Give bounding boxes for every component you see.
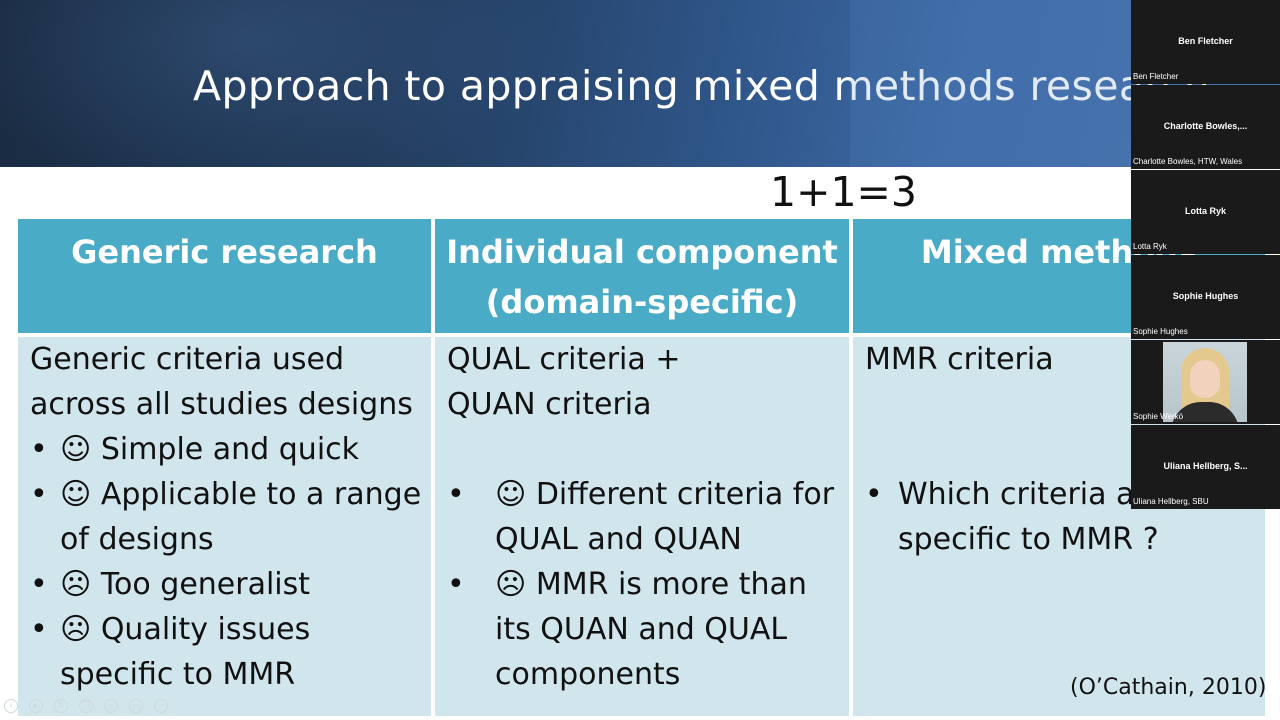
bullet-item: • ☹ MMR is more than its QUAN and QUAL comp… <box>435 562 849 697</box>
bullet-dot: • <box>30 432 48 467</box>
screen-icon[interactable]: ▭ <box>129 699 143 713</box>
torso-shape <box>1171 402 1239 422</box>
participant-tile[interactable]: Uliana Hellberg, S... Uliana Hellberg, SB… <box>1131 425 1280 509</box>
intro-line: QUAN criteria <box>447 387 652 422</box>
frown-icon: ☹ <box>60 567 101 602</box>
comparison-table: Generic research Individual component (d… <box>18 219 1265 716</box>
intro-line: MMR criteria <box>865 342 1054 377</box>
participant-label: Uliana Hellberg, SBU <box>1133 497 1209 506</box>
cell-generic-research: Generic criteria used across all studies … <box>18 337 431 716</box>
more-icon[interactable]: ⋯ <box>154 699 168 713</box>
citation: (O’Cathain, 2010) <box>1070 675 1267 700</box>
bullet-line: components <box>495 657 681 692</box>
cell-intro: MMR criteria <box>853 337 1265 382</box>
bullet-line: ☺ Applicable to a range <box>60 477 422 512</box>
smiley-icon: ☺ <box>60 477 101 512</box>
bullet-line: ☹ MMR is more than <box>495 567 807 602</box>
header-generic-research: Generic research <box>18 219 431 333</box>
pen-icon[interactable]: ✎ <box>54 699 68 713</box>
bullet-item: • ☹ Too generalist <box>18 562 431 607</box>
bullet-item: • ☺ Applicable to a range of designs <box>18 472 431 562</box>
smiley-icon: ☺ <box>495 477 536 512</box>
bullet-dot: • <box>447 567 465 602</box>
intro-line: across all studies designs <box>30 387 413 422</box>
participant-label: Lotta Ryk <box>1133 242 1167 251</box>
participant-label: Charlotte Bowles, HTW, Wales <box>1133 157 1243 166</box>
prev-icon[interactable]: ‹ <box>4 699 18 713</box>
copy-icon[interactable]: ❐ <box>79 699 93 713</box>
frown-icon: ☹ <box>60 612 101 647</box>
bullet-dot: • <box>865 477 883 512</box>
spacer <box>435 427 849 472</box>
bullet-line: QUAL and QUAN <box>495 522 742 557</box>
intro-line: QUAL criteria + <box>447 342 681 377</box>
cell-mixed-methods: MMR criteria • Which criteria are specific … <box>853 337 1265 716</box>
bullet-dot: • <box>30 567 48 602</box>
bullet-item: • ☺ Simple and quick <box>18 427 431 472</box>
slide-title: Approach to appraising mixed methods res… <box>193 62 1211 110</box>
participant-label: Sophie Hughes <box>1133 327 1188 336</box>
play-icon[interactable]: ▸ <box>29 699 43 713</box>
face-shape <box>1190 360 1220 398</box>
bullet-line: specific to MMR ? <box>898 522 1159 557</box>
cell-individual-component: QUAL criteria + QUAN criteria • ☺ Different… <box>435 337 849 716</box>
participant-name: Ben Fletcher <box>1178 36 1233 46</box>
bullet-line: ☺ Different criteria for <box>495 477 835 512</box>
bullet-line: Which criteria are <box>898 477 1165 512</box>
bullet-line: of designs <box>60 522 214 557</box>
bullet-item: • ☹ Quality issues specific to MMR <box>18 607 431 697</box>
bullet-line: its QUAN and QUAL <box>495 612 788 647</box>
bullet-dot: • <box>30 612 48 647</box>
cell-intro: Generic criteria used across all studies … <box>18 337 431 427</box>
header-individual-component: Individual component (domain-specific) <box>435 219 849 333</box>
participant-name: Uliana Hellberg, S... <box>1163 461 1248 471</box>
zoom-icon[interactable]: ⌕ <box>104 699 118 713</box>
smiley-icon: ☺ <box>60 432 101 467</box>
bullet-line: specific to MMR <box>60 657 296 692</box>
bullet-item: • Which criteria are specific to MMR ? <box>853 472 1265 562</box>
participant-tile[interactable]: Sophie Werkö <box>1131 340 1280 424</box>
equation-label: 1+1=3 <box>770 168 917 216</box>
intro-line: Generic criteria used <box>30 342 344 377</box>
bullet-line: ☺ Simple and quick <box>60 432 360 467</box>
bullet-line: ☹ Quality issues <box>60 612 311 647</box>
participant-name: Sophie Hughes <box>1172 291 1239 301</box>
participant-tile[interactable]: Charlotte Bowles,... Charlotte Bowles, HT… <box>1131 85 1280 169</box>
bullet-dot: • <box>30 477 48 512</box>
participant-name: Charlotte Bowles,... <box>1163 121 1248 131</box>
bullet-line: ☹ Too generalist <box>60 567 311 602</box>
bullet-dot: • <box>447 477 465 512</box>
cell-intro: QUAL criteria + QUAN criteria <box>435 337 849 427</box>
participant-video <box>1163 342 1247 422</box>
participant-name: Lotta Ryk <box>1184 206 1226 216</box>
title-banner: Approach to appraising mixed methods res… <box>0 0 1280 167</box>
participant-label: Ben Fletcher <box>1133 72 1179 81</box>
participant-label: Sophie Werkö <box>1133 412 1184 421</box>
frown-icon: ☹ <box>495 567 536 602</box>
